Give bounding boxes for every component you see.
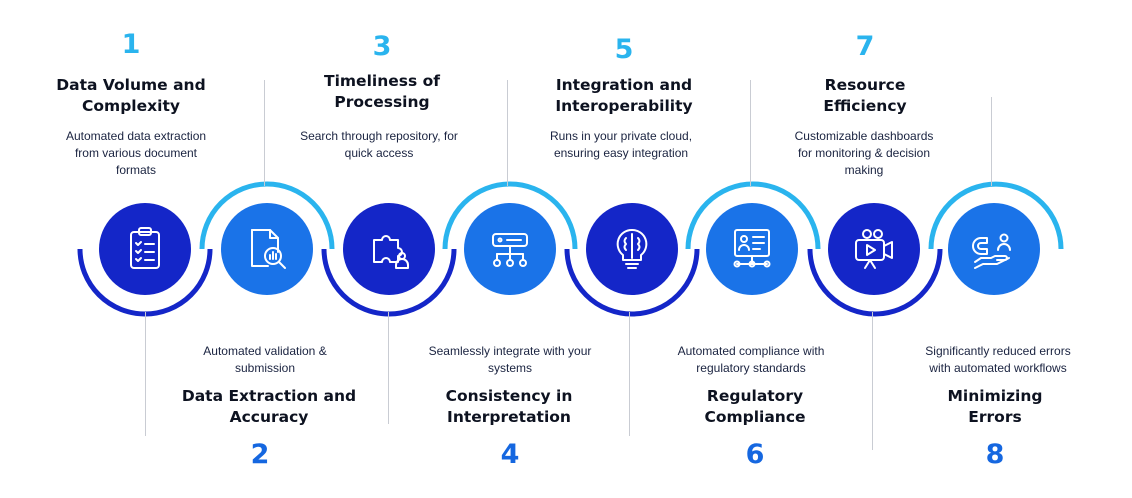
step-circle-1 bbox=[99, 203, 191, 295]
step-title-7: Resource Efficiency bbox=[823, 76, 907, 115]
video-camera-icon bbox=[855, 229, 893, 269]
step-number-3: 3 bbox=[372, 31, 392, 62]
ring-arc-3 bbox=[321, 248, 457, 317]
step-description-1: Automated data extraction from various d… bbox=[65, 129, 207, 177]
clipboard-checklist-icon bbox=[130, 227, 160, 269]
step-number-2: 2 bbox=[250, 439, 270, 470]
step-circle-7 bbox=[828, 203, 920, 295]
step-circle-5 bbox=[586, 203, 678, 295]
step-description-7: Customizable dashboards for monitoring &… bbox=[794, 129, 934, 177]
step-number-4: 4 bbox=[500, 439, 520, 470]
step-circle-8 bbox=[948, 203, 1040, 295]
step-description-6: Automated compliance with regulatory sta… bbox=[677, 344, 825, 375]
step-number-1: 1 bbox=[121, 29, 141, 60]
step-title-5: Integration and Interoperability bbox=[555, 76, 693, 115]
step-number-6: 6 bbox=[745, 439, 765, 470]
ring-arc-7 bbox=[807, 248, 943, 317]
connector-line-5 bbox=[629, 312, 630, 436]
ring-arc-2 bbox=[199, 181, 335, 250]
puzzle-user-icon bbox=[373, 235, 409, 269]
brain-bulb-icon bbox=[616, 228, 648, 269]
step-title-4: Consistency in Interpretation bbox=[445, 387, 573, 426]
step-title-8: Minimizing Errors bbox=[947, 387, 1043, 426]
connector-line-3 bbox=[388, 312, 389, 424]
step-number-7: 7 bbox=[855, 31, 875, 62]
step-title-1: Data Volume and Complexity bbox=[56, 76, 206, 115]
network-hub-icon bbox=[492, 233, 528, 267]
ring-arc-6 bbox=[685, 181, 821, 250]
step-title-6: Regulatory Compliance bbox=[704, 387, 806, 426]
connector-line-6 bbox=[750, 80, 751, 186]
step-circle-2 bbox=[221, 203, 313, 295]
step-description-3: Search through repository, for quick acc… bbox=[300, 129, 458, 160]
magnet-hand-icon bbox=[972, 233, 1011, 269]
connector-line-2 bbox=[264, 80, 265, 186]
step-circle-3 bbox=[343, 203, 435, 295]
document-magnifier-icon bbox=[251, 229, 286, 269]
step-description-2: Automated validation & submission bbox=[203, 344, 327, 375]
ring-arc-4 bbox=[442, 181, 578, 250]
connector-line-4 bbox=[507, 80, 508, 186]
step-circle-6 bbox=[706, 203, 798, 295]
step-title-2: Data Extraction and Accuracy bbox=[181, 387, 357, 426]
step-circle-4 bbox=[464, 203, 556, 295]
step-description-5: Runs in your private cloud, ensuring eas… bbox=[549, 129, 693, 160]
step-number-5: 5 bbox=[614, 34, 634, 65]
step-number-8: 8 bbox=[985, 439, 1005, 470]
connector-line-7 bbox=[872, 312, 873, 450]
step-title-3: Timeliness of Processing bbox=[324, 72, 440, 111]
profile-card-network-icon bbox=[733, 229, 771, 268]
connector-line-8 bbox=[991, 97, 992, 186]
connector-line-1 bbox=[145, 312, 146, 436]
step-description-8: Significantly reduced errors with automa… bbox=[925, 344, 1071, 375]
step-description-4: Seamlessly integrate with your systems bbox=[428, 344, 592, 375]
ring-arc-5 bbox=[564, 248, 700, 317]
ring-arc-8 bbox=[928, 181, 1064, 250]
